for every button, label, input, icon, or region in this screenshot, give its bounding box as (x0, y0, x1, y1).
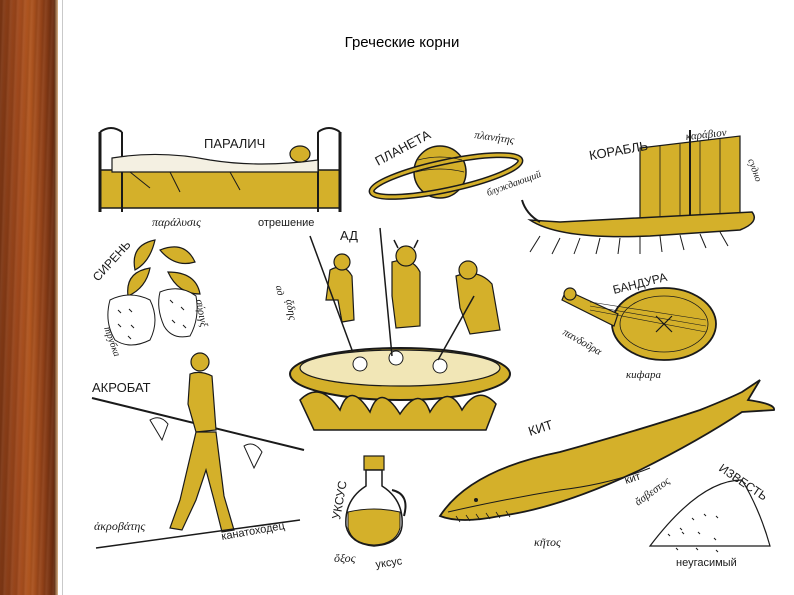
korabl-gloss: судно (745, 157, 763, 183)
korabl-greek: καράβιον (685, 127, 727, 143)
bed-illustration (98, 127, 342, 212)
slide-title: Греческие корни (344, 34, 460, 51)
ad-label: АД (340, 228, 358, 243)
lime-pile-illustration (648, 479, 771, 553)
kit-gloss: кит (623, 470, 642, 486)
uksus-label: УКСУС (329, 479, 350, 520)
ad-greek: ᾅδης (283, 298, 299, 321)
akrobat-label: АКРОБАТ (92, 380, 151, 395)
paralich-gloss: отрешение (258, 217, 314, 229)
kit-label: КИТ (526, 417, 554, 439)
paralich-label: ПАРАЛИЧ (204, 136, 265, 151)
kit-greek: κῆτος (534, 535, 561, 549)
planeta-greek: πλανήτης (474, 129, 516, 147)
hell-illustration (289, 227, 511, 431)
paralich-greek: παράλυσις (152, 215, 201, 229)
wood-side-panel (0, 0, 54, 595)
lilac-illustration (107, 239, 201, 346)
ship-illustration (521, 130, 755, 255)
bandura-gloss: кифара (626, 369, 661, 381)
planeta-gloss: блуждающий (485, 169, 542, 199)
whale-illustration (438, 379, 775, 523)
vinegar-bottle-illustration (345, 455, 407, 547)
acrobat-illustration (91, 352, 305, 549)
uksus-greek: ὄξος (334, 551, 356, 565)
akrobat-greek: ἀκροβάτης (94, 519, 145, 533)
wood-panel-edge (54, 0, 58, 595)
ad-gloss: ад (273, 285, 286, 297)
uksus-gloss: уксус (375, 555, 404, 571)
planet-illustration (368, 145, 524, 200)
siren-greek: σύριγξ (193, 298, 210, 328)
divider-line (62, 0, 63, 595)
bandura-illustration (561, 287, 717, 361)
siren-label: СИРЕНЬ (90, 238, 134, 284)
bandura-greek: πανδοῦρα (561, 326, 604, 358)
izvest-gloss: неугасимый (676, 557, 737, 569)
